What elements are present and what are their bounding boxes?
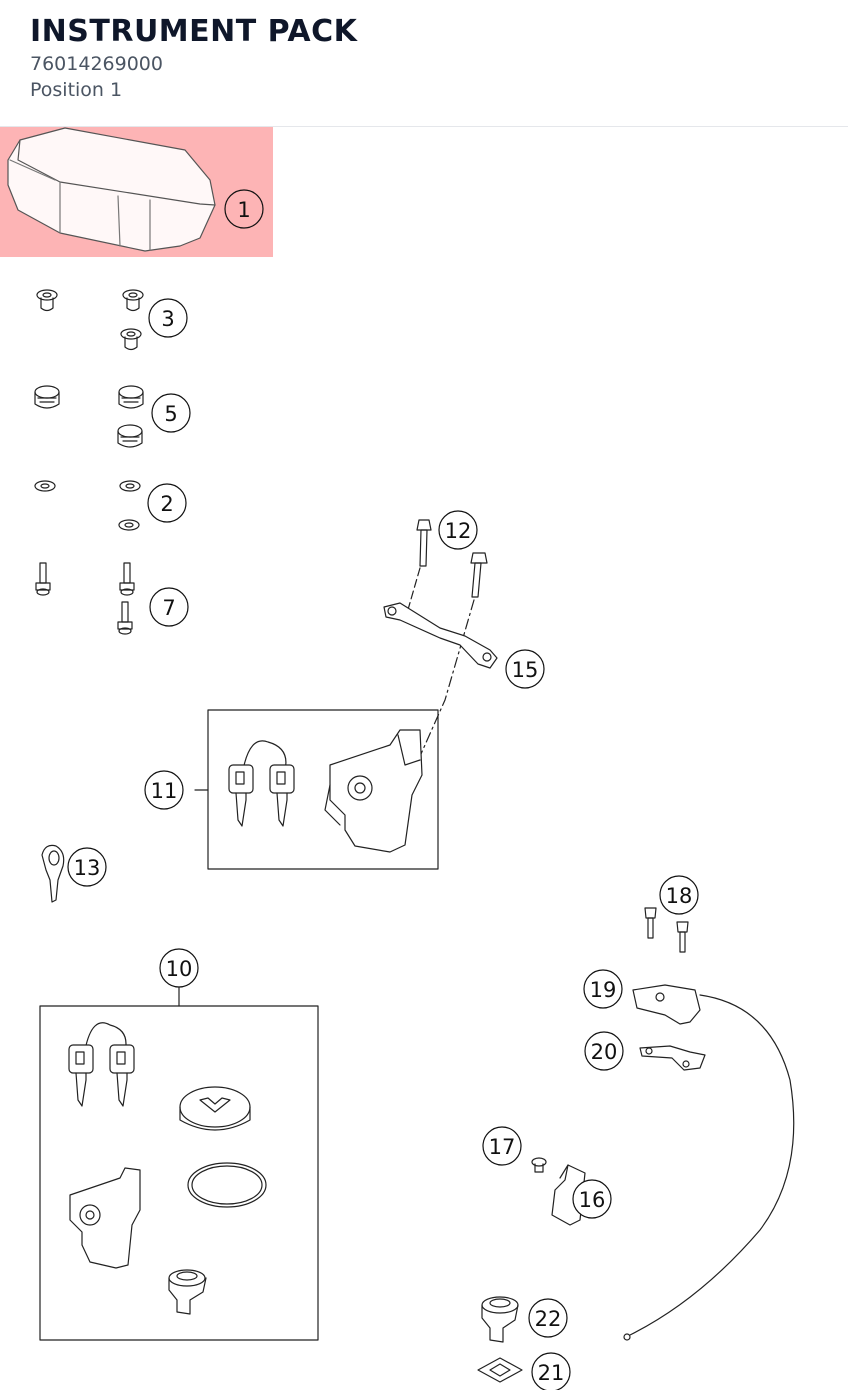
callout-circle (151, 393, 191, 433)
callout-13[interactable]: 13 (67, 847, 107, 887)
callout-number: 16 (579, 1188, 606, 1212)
callout-3[interactable]: 3 (148, 298, 188, 338)
callout-21[interactable]: 21 (531, 1352, 571, 1390)
part-19-cable-holder[interactable] (623, 984, 795, 1341)
callout-circle (659, 875, 699, 915)
callout-circle (67, 847, 107, 887)
callout-18[interactable]: 18 (659, 875, 699, 915)
callout-22[interactable]: 22 (528, 1298, 568, 1338)
callout-number: 5 (164, 402, 177, 426)
callout-circle (159, 948, 199, 988)
callout-circle (505, 649, 545, 689)
callout-17[interactable]: 17 (482, 1126, 522, 1166)
callout-circle (147, 483, 187, 523)
callout-number: 15 (512, 658, 539, 682)
callout-number: 2 (160, 492, 173, 516)
part-15-bracket[interactable] (383, 602, 498, 669)
callout-15[interactable]: 15 (505, 649, 545, 689)
callout-circle (482, 1126, 522, 1166)
callout-7[interactable]: 7 (149, 587, 189, 627)
callout-number: 10 (166, 957, 193, 981)
part-21-gasket[interactable] (477, 1357, 523, 1383)
part-5-rubber-buffers[interactable] (34, 385, 144, 448)
callout-number: 19 (590, 978, 617, 1002)
callout-10[interactable]: 10 (159, 948, 199, 988)
callout-number: 17 (489, 1135, 516, 1159)
part-number: 76014269000 (30, 53, 163, 75)
callout-circle (149, 587, 189, 627)
callout-number: 13 (74, 856, 101, 880)
callout-number: 7 (162, 596, 175, 620)
callout-20[interactable]: 20 (584, 1031, 624, 1071)
part-18-screws[interactable] (644, 907, 689, 953)
callout-circle (148, 298, 188, 338)
callout-number: 18 (666, 884, 693, 908)
page-title: INSTRUMENT PACK (30, 14, 358, 49)
callout-circle (583, 969, 623, 1009)
callout-5[interactable]: 5 (151, 393, 191, 433)
callout-circle (438, 510, 478, 550)
callout-circle (572, 1179, 612, 1219)
callout-circle (528, 1298, 568, 1338)
callout-number: 3 (161, 307, 174, 331)
callout-11[interactable]: 11 (144, 770, 184, 810)
part-10-lock-set[interactable] (39, 987, 319, 1341)
callout-circle (584, 1031, 624, 1071)
part-11-ignition-lock-set[interactable] (194, 709, 439, 870)
part-3-grommets[interactable] (36, 289, 144, 351)
callout-circle (224, 189, 264, 229)
callout-circle (144, 770, 184, 810)
callout-circle (531, 1352, 571, 1390)
callout-19[interactable]: 19 (583, 969, 623, 1009)
callout-1[interactable]: 1 (224, 189, 264, 229)
part-13-key[interactable] (41, 844, 65, 903)
part-2-washers[interactable] (34, 480, 141, 531)
callout-12[interactable]: 12 (438, 510, 478, 550)
callout-number: 20 (591, 1040, 618, 1064)
part-1-instrument-cluster[interactable] (7, 127, 216, 252)
callout-number: 12 (445, 519, 472, 543)
callout-2[interactable]: 2 (147, 483, 187, 523)
part-22-lock[interactable] (481, 1296, 519, 1343)
callout-16[interactable]: 16 (572, 1179, 612, 1219)
callout-number: 11 (151, 779, 178, 803)
callout-number: 21 (538, 1361, 565, 1385)
part-17-screw[interactable] (531, 1157, 547, 1173)
callout-number: 1 (237, 198, 250, 222)
position-label: Position 1 (30, 79, 123, 101)
page-header: INSTRUMENT PACK 76014269000 Position 1 (0, 0, 848, 127)
part-20-plate[interactable] (639, 1045, 706, 1071)
part-7-screws[interactable] (35, 562, 135, 635)
callout-number: 22 (535, 1307, 562, 1331)
